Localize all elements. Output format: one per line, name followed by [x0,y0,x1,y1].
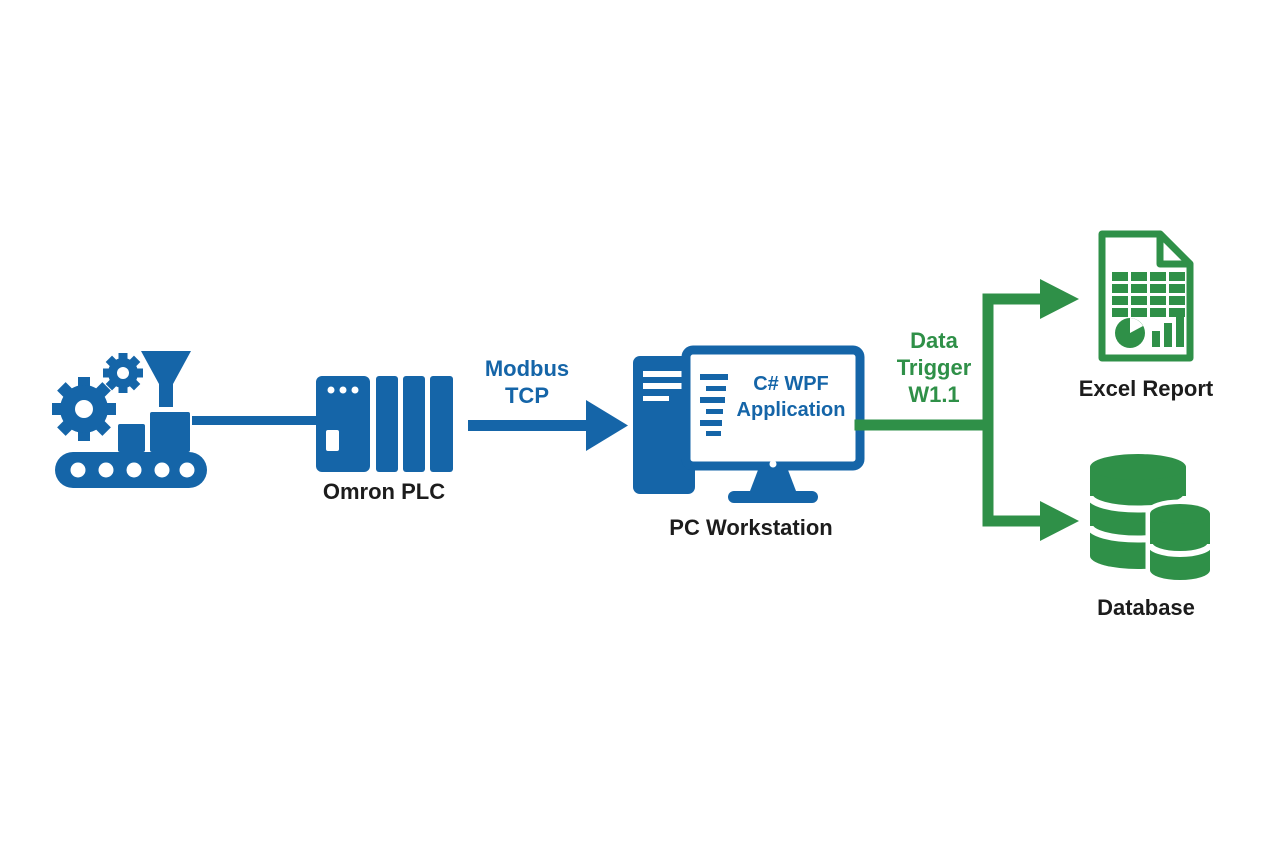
green-branch-arrows-icon [854,279,1079,541]
pc-tower [633,356,695,494]
plc-module [376,376,398,472]
database-small-cylinder [1145,499,1215,585]
line-to-plc [192,416,318,425]
monitor-button [769,460,777,468]
screen-app-label-line1: C# WPF [753,373,829,395]
screen-app-label-line2: Application [736,399,846,421]
plc-rack-icon [316,376,453,472]
production-line-icon [52,351,318,488]
pie-chart-icon [1115,318,1145,348]
large-gear-icon [52,377,116,441]
screen-code-lines [700,374,728,436]
data-trigger-label-line2: Trigger [896,355,972,380]
bar-chart-icon [1152,315,1184,347]
spreadsheet-grid [1112,272,1185,317]
modbus-tcp-label-line1: Modbus [484,356,570,381]
funnel-icon [141,351,191,407]
modbus-tcp-label-line2: TCP [504,383,549,408]
plc-led [327,386,335,394]
arrowhead-to-database [1040,501,1079,541]
conveyor-belt-icon [55,452,207,488]
plc-module [430,376,453,472]
plc-module [403,376,425,472]
desktop-tower-monitor-icon [633,345,865,503]
monitor-stand [750,470,796,491]
arrowhead-to-excel [1040,279,1079,319]
document-fold [1156,230,1194,268]
plc-led [339,386,347,394]
plc-label: Omron PLC [322,479,446,504]
data-trigger-label-line1: Data [910,328,958,353]
workstation-label: PC Workstation [669,515,833,540]
data-trigger-label: Data Trigger W1.1 [897,327,972,408]
data-trigger-label-line3: W1.1 [908,382,960,407]
box-large [150,412,190,452]
monitor-base [728,491,818,503]
blue-arrow-right-icon [468,400,628,451]
database-label: Database [1097,595,1195,620]
spreadsheet-report-icon [1098,230,1194,362]
plc-led [351,386,359,394]
screen-app-label: C# WPF Application [737,371,846,423]
box-small [118,424,145,452]
database-cylinders-icon [1086,454,1215,585]
modbus-tcp-label: Modbus TCP [485,355,569,409]
small-gear-icon [103,353,143,393]
plc-port [326,430,339,451]
excel-report-label: Excel Report [1078,376,1214,401]
